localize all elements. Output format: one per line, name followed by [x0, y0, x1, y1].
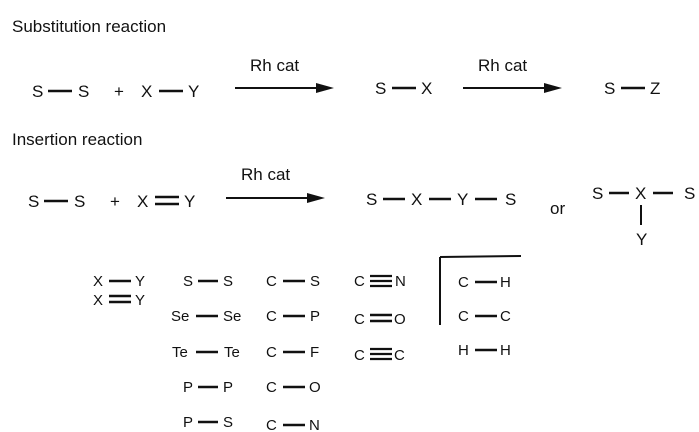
atom: H: [458, 342, 469, 359]
atom: Y: [184, 192, 195, 211]
legend-bond-c-double-o: C O: [354, 311, 406, 328]
catalyst-label: Rh cat: [241, 165, 290, 184]
atom: C: [266, 417, 277, 432]
atom: Z: [650, 79, 660, 98]
legend-bond-c-s: C S: [266, 273, 320, 290]
legend-bond-h-h: H H: [458, 342, 511, 359]
legend-bond-te-te: Te Te: [172, 344, 240, 361]
atom: X: [93, 292, 103, 309]
reaction-arrow: [235, 83, 334, 93]
atom: P: [183, 414, 193, 431]
atom: C: [266, 379, 277, 396]
atom: S: [183, 273, 193, 290]
legend-bond-c-o: C O: [266, 379, 321, 396]
atom: S: [28, 192, 39, 211]
atom: S: [375, 79, 386, 98]
atom: Te: [224, 344, 240, 361]
atom: S: [223, 414, 233, 431]
atom: X: [635, 184, 646, 203]
reaction-arrow: [226, 193, 325, 203]
atom: N: [309, 417, 320, 432]
atom: P: [183, 379, 193, 396]
atom: Se: [171, 308, 189, 325]
substitution-title: Substitution reaction: [12, 17, 166, 36]
atom: X: [411, 190, 422, 209]
insertion-product-branched: S X S Y: [592, 184, 695, 249]
atom: C: [266, 344, 277, 361]
atom: C: [354, 347, 365, 364]
atom: S: [310, 273, 320, 290]
insertion-reactant-x-double-y: X Y: [137, 192, 195, 211]
legend-bond-c-h: C H: [458, 274, 511, 291]
insertion-title: Insertion reaction: [12, 130, 142, 149]
atom: Y: [457, 190, 468, 209]
atom: C: [394, 347, 405, 364]
reaction-arrow: [463, 83, 562, 93]
legend-bond-c-triple-n: C N: [354, 273, 406, 290]
atom: Te: [172, 344, 188, 361]
atom: H: [500, 274, 511, 291]
atom: S: [366, 190, 377, 209]
insertion-reactant-s-s: S S: [28, 192, 85, 211]
atom: X: [93, 273, 103, 290]
atom: C: [266, 273, 277, 290]
atom: X: [141, 82, 152, 101]
legend-bond-c-f: C F: [266, 344, 319, 361]
atom: X: [137, 192, 148, 211]
atom: S: [684, 184, 695, 203]
atom: Y: [636, 230, 647, 249]
legend-bracket: [439, 255, 522, 325]
legend-x-double-y: X Y: [93, 292, 145, 309]
atom: C: [354, 311, 365, 328]
atom: S: [604, 79, 615, 98]
atom: O: [394, 311, 406, 328]
atom: S: [78, 82, 89, 101]
atom: P: [310, 308, 320, 325]
atom: O: [309, 379, 321, 396]
plus-sign: +: [114, 82, 124, 101]
legend-bond-p-p: P P: [183, 379, 233, 396]
legend-x-single-y: X Y: [93, 273, 145, 290]
atom: Y: [188, 82, 199, 101]
atom: P: [223, 379, 233, 396]
substitution-reactant-x-y: X Y: [141, 82, 199, 101]
atom: C: [500, 308, 511, 325]
atom: C: [354, 273, 365, 290]
atom: N: [395, 273, 406, 290]
legend-bond-c-p: C P: [266, 308, 320, 325]
insertion-product-linear: S X Y S: [366, 190, 516, 209]
atom: S: [223, 273, 233, 290]
atom: F: [310, 344, 319, 361]
atom: S: [505, 190, 516, 209]
catalyst-label: Rh cat: [250, 56, 299, 75]
atom: S: [592, 184, 603, 203]
atom: Y: [135, 273, 145, 290]
substitution-reactant-s-s: S S: [32, 82, 89, 101]
atom: C: [458, 308, 469, 325]
atom: H: [500, 342, 511, 359]
atom: S: [32, 82, 43, 101]
atom: C: [458, 274, 469, 291]
plus-sign: +: [110, 192, 120, 211]
atom: C: [266, 308, 277, 325]
atom: X: [421, 79, 432, 98]
atom: S: [74, 192, 85, 211]
or-label: or: [550, 199, 565, 218]
substitution-intermediate-s-x: S X: [375, 79, 432, 98]
atom: Y: [135, 292, 145, 309]
legend-bond-se-se: Se Se: [171, 308, 241, 325]
atom: Se: [223, 308, 241, 325]
substitution-product-s-z: S Z: [604, 79, 660, 98]
legend-bond-s-s: S S: [183, 273, 233, 290]
legend-bond-c-triple-c: C C: [354, 347, 405, 364]
legend-bond-c-n: C N: [266, 417, 320, 432]
catalyst-label: Rh cat: [478, 56, 527, 75]
legend-bond-p-s: P S: [183, 414, 233, 431]
legend-bond-c-c: C C: [458, 308, 511, 325]
